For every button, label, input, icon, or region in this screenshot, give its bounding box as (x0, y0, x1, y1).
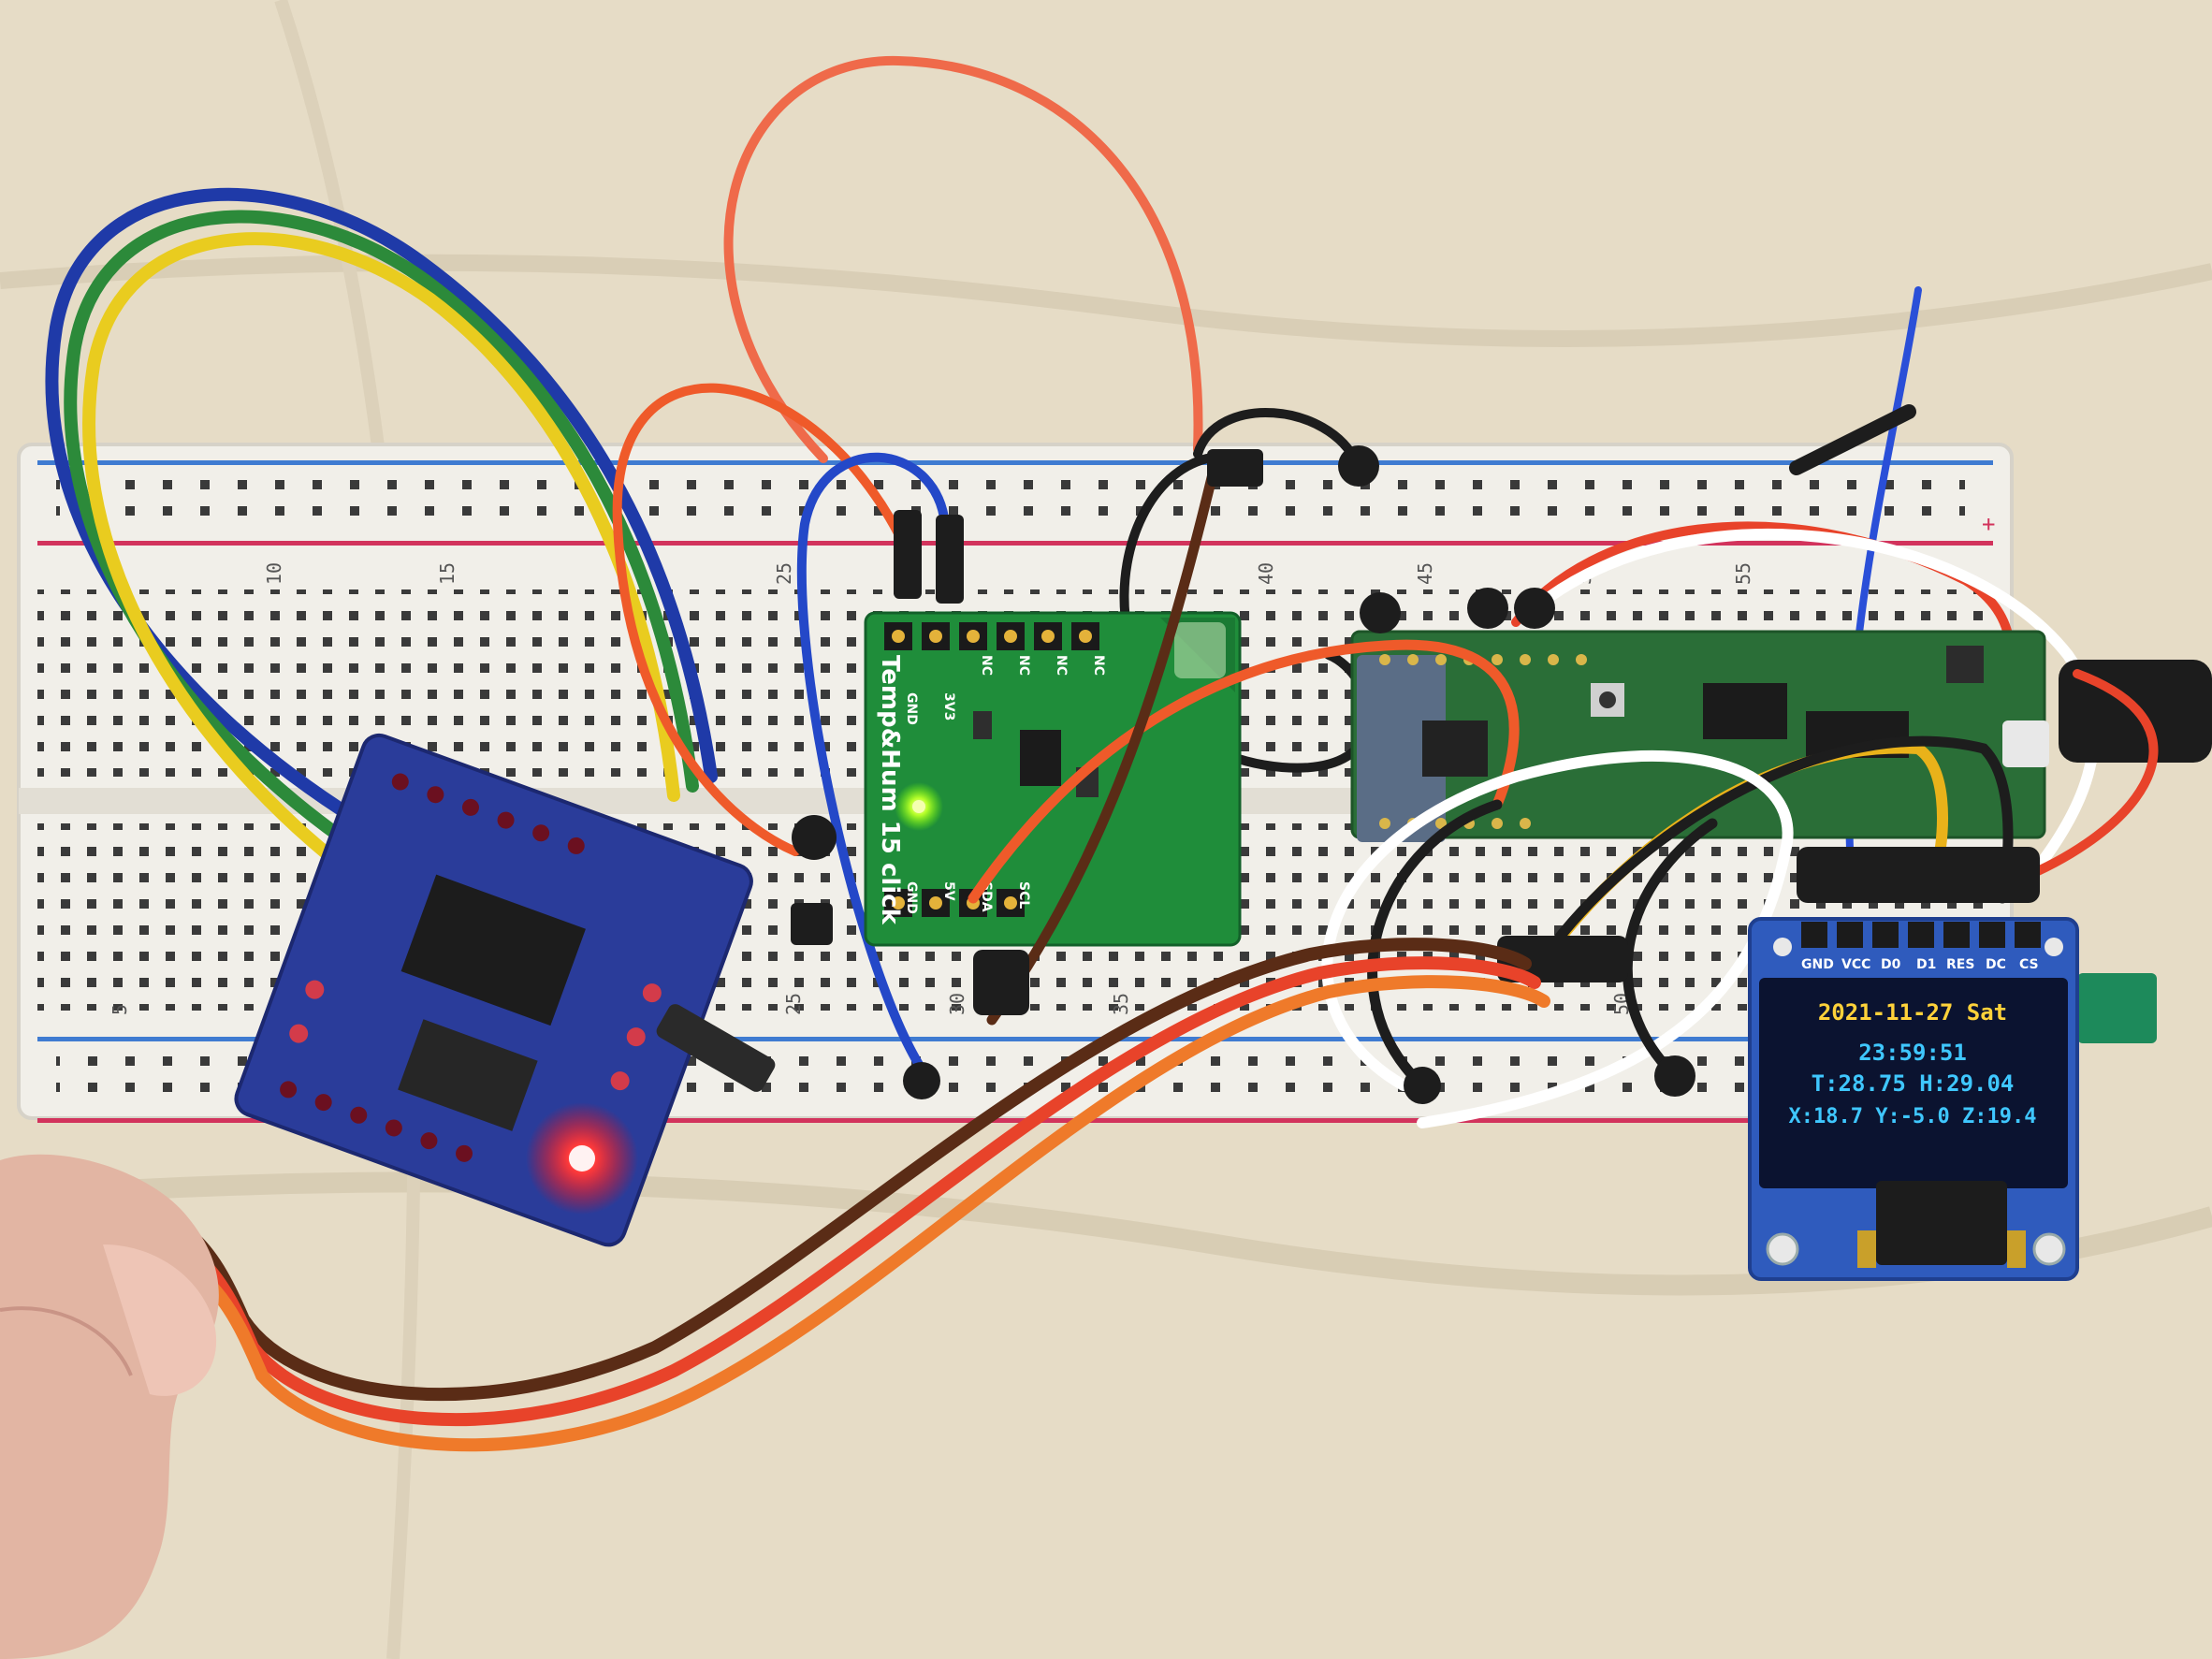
oled-screen (1759, 978, 2068, 1188)
col-number-bottom: 25 (782, 993, 805, 1015)
sensor-pin-label: NC (979, 655, 994, 676)
sensor-pin-label: NC (1016, 655, 1031, 676)
accelerometer-module (234, 733, 753, 1247)
oled-temp-hum-line: T:28.75 H:29.04 (1812, 1070, 2015, 1097)
col-number-top: 15 (436, 562, 458, 585)
oled-pin-label: D1 (1916, 957, 1936, 972)
oled-pin-label: CS (2019, 957, 2039, 972)
oled-pin-label: GND (1801, 957, 1834, 972)
sensor-pin-label: NC (1091, 655, 1106, 676)
wires-bottom (96, 938, 1550, 1452)
oled-date-line: 2021-11-27 Sat (1818, 999, 2007, 1026)
col-number-top: 40 (1255, 562, 1277, 585)
hand (0, 1154, 219, 1659)
jumper-connectors (791, 445, 2040, 1104)
sensor-pin-label: 5V (941, 881, 956, 901)
col-number-top: 25 (773, 562, 795, 585)
sensor-pin-label: GND (904, 881, 919, 914)
col-number-top: 55 (1732, 562, 1754, 585)
wires-front (968, 453, 2159, 1128)
oled-pin-label: RES (1946, 957, 1974, 972)
sensor-board-name: Temp&Hum 15 click (876, 655, 904, 925)
temp-hum-click-board: GND 3V3 NC NC NC NC GND 5V SDA SCL Temp&… (864, 611, 1242, 947)
oled-module: GND VCC D0 D1 RES DC CS 2021-11-27 Sat 2… (1748, 917, 2157, 1281)
microcontroller-board (1350, 630, 2049, 842)
col-number-bottom: 35 (1110, 993, 1132, 1015)
col-number-top: 45 (1414, 562, 1436, 585)
oled-pin-label: D0 (1881, 957, 1901, 972)
sensor-pin-label: 3V3 (941, 692, 956, 720)
oled-pin-label: VCC (1841, 957, 1870, 972)
sensor-pin-label: GND (904, 692, 919, 725)
oled-pin-label: DC (1986, 957, 2006, 972)
sensor-pin-label: SCL (1016, 881, 1031, 909)
rail-plus-label: + (1982, 511, 1995, 537)
sensor-pin-label: NC (1054, 655, 1069, 676)
oled-accel-line: X:18.7 Y:-5.0 Z:19.4 (1789, 1105, 2037, 1128)
col-number-top: 10 (263, 562, 285, 585)
oled-time-line: 23:59:51 (1858, 1040, 1967, 1066)
col-number-bottom: 5 (109, 1004, 131, 1015)
col-number-bottom: 30 (946, 993, 968, 1015)
wires-back (45, 55, 2100, 1081)
